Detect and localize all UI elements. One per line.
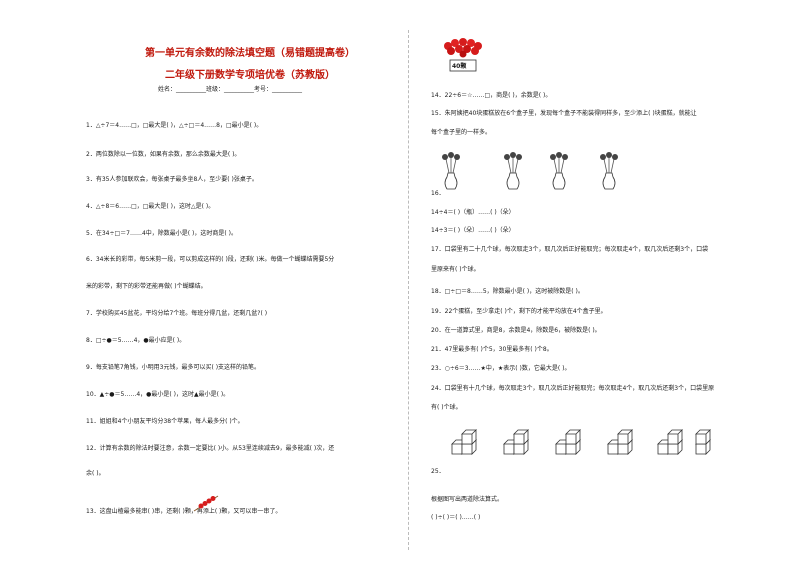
question-24-line1: 24．口袋里有十几个球，每次取走3个，取几次后正好能取完；每次取走4个，取几次后…	[431, 385, 715, 392]
question-7: 7．学校购买45盆花，平均分给7个班。每班分得几盆，还剩几盆?( )	[86, 310, 268, 317]
question-1: 1．△÷7＝4……□，□最大是( )，△÷□＝4……8，□最小是( )。	[86, 122, 263, 129]
flower-vase-icon	[442, 152, 460, 190]
question-11: 11．姐姐和4个小朋友平均分38个苹果，每人最多分( )个。	[86, 418, 244, 425]
question-4: 4．△÷8＝6……□，□最大是( )，这时△是( )。	[86, 203, 215, 210]
question-25-instruction: 根据图写出两道除法算式。	[431, 496, 504, 503]
question-8: 8．□÷●＝5……4，●最小应是( )。	[86, 337, 186, 344]
question-6-line2: 米的彩带，剩下的彩带还能再做( )个蝴蝶结。	[86, 283, 207, 290]
question-24-line2: 有( )个球。	[431, 404, 462, 411]
question-12-line2: 余( )。	[86, 470, 105, 477]
question-25: 25．	[431, 468, 445, 475]
hawthorn-plate-image	[444, 38, 482, 72]
question-16-eq2: 14÷3＝( )（朵）……( )（朵）	[431, 227, 515, 234]
question-3: 3．有35人参加联欢会，每张桌子最多坐8人，至少要( )张桌子。	[86, 176, 258, 183]
question-15-line2: 每个盒子里的一样多。	[431, 129, 492, 136]
question-9: 9．每支铅笔7角钱，小明用3元钱，最多可以买( )支这样的铅笔。	[86, 364, 261, 371]
question-16: 16．	[431, 190, 445, 197]
question-25-answer-line: ( )÷( )＝( )……( )	[431, 514, 481, 521]
question-14: 14．22÷6＝☆……□，商是( )，余数是( )。	[431, 92, 552, 99]
flower-vase-icon	[600, 152, 618, 190]
question-12-line1: 12．计算有余数的除法时要注意，余数一定要比( )小。从53里连续减去9，最多能…	[86, 445, 335, 452]
question-13: 13．这盘山楂最多能串( )串，还剩( )颗，再添上( )颗，又可以串一串了。	[86, 508, 282, 515]
flower-vase-icon	[504, 152, 522, 190]
hawthorn-count-badge: 40颗	[452, 63, 467, 70]
worksheet-subtitle: 二年级下册数学专项培优卷（苏教版）	[165, 70, 335, 81]
hawthorn-skewer-image	[193, 495, 219, 512]
student-info-line: 姓名：__________班级：__________考号：__________	[158, 86, 303, 93]
cube-groups-image	[451, 429, 711, 455]
question-21: 21．47里最多有( )个5，30里最多有( )个8。	[431, 346, 553, 353]
question-6-line1: 6．34米长的彩带，每5米剪一段，可以剪成这样的( )段，还剩( )米。每做一个…	[86, 256, 335, 263]
column-divider	[408, 30, 409, 550]
worksheet-title: 第一单元有余数的除法填空题（易错题提高卷）	[145, 48, 355, 59]
flower-vase-icon	[550, 152, 568, 190]
question-20: 20．在一道算式里，商是8，余数是4，除数是6，被除数是( )。	[431, 327, 601, 334]
question-10: 10．▲÷●＝5……4，●最小是( )，这时▲最小是( )。	[86, 391, 230, 398]
question-5: 5．在34÷□＝7……4中，除数最小是( )，这时商是( )。	[86, 230, 237, 237]
question-17-line2: 里原来有( )个球。	[431, 266, 480, 273]
question-18: 18．□÷□＝8……5，除数最小是( )，这时被除数是( )。	[431, 288, 584, 295]
question-15-line1: 15．朱阿姨把40块蛋糕放在6个盒子里，发现每个盒子不能装得同样多，至少添上( …	[431, 110, 697, 117]
question-2: 2．两位数除以一位数，如果有余数，那么余数最大是( )。	[86, 151, 241, 158]
question-17-line1: 17．口袋里有二十几个球，每次取走3个，取几次后正好能取完；每次取走4个，取几次…	[431, 246, 709, 253]
question-23: 23．○÷6＝3……★中，★表示( )数，它最大是( )。	[431, 365, 571, 372]
question-16-eq1: 14÷4＝( )（瓶）……( )（朵）	[431, 209, 515, 216]
question-19: 19．22个蛋糕，至少拿走( )个，剩下的才能平均放在4个盒子里。	[431, 308, 607, 315]
